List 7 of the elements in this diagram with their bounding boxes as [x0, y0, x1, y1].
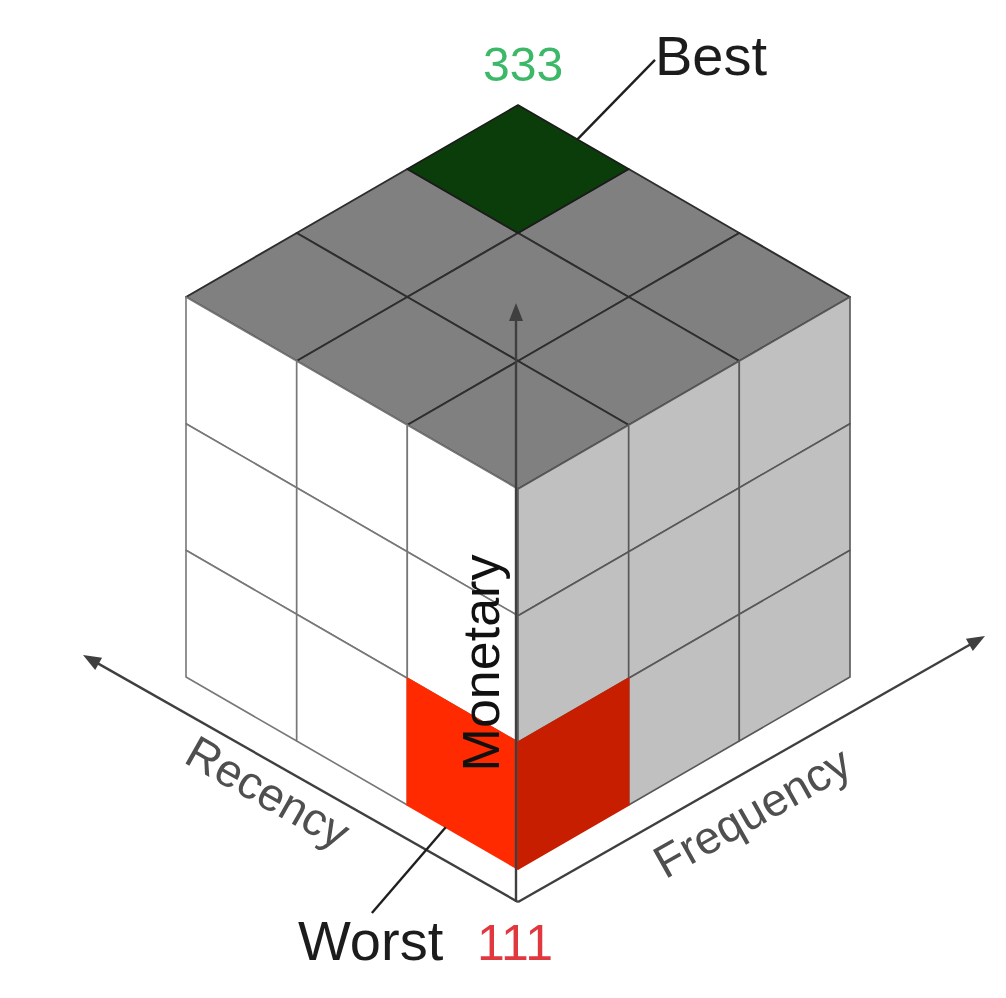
leader-line — [371, 826, 447, 914]
cell-code: 111 — [477, 918, 553, 968]
leader-line — [576, 59, 656, 141]
callout-label: Worst — [298, 913, 444, 969]
callout-label: Best — [655, 28, 768, 84]
highlighted-cell — [406, 104, 630, 234]
cell-code: 333 — [483, 41, 564, 89]
